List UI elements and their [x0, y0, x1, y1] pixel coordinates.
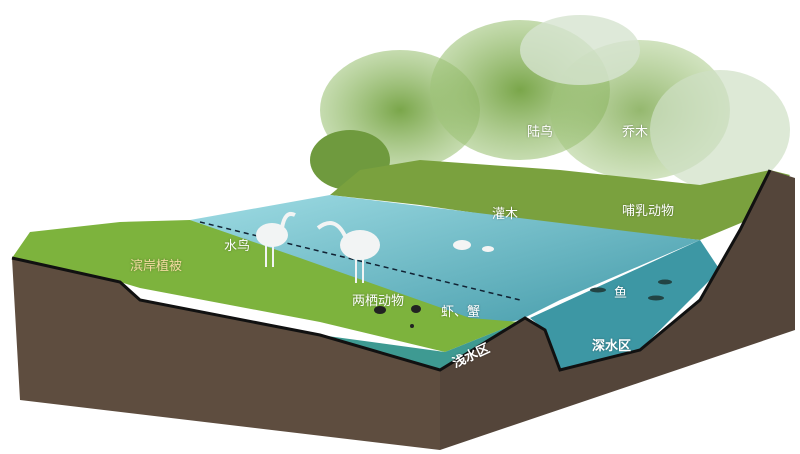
label-mammal: 哺乳动物: [622, 204, 675, 219]
label-amphibian: 两栖动物: [352, 294, 405, 309]
riparian-land: [12, 220, 520, 352]
soil-outline: [11, 169, 772, 372]
egret-icon: [256, 211, 380, 283]
water-surface: [190, 195, 700, 330]
far-bank: [330, 160, 790, 240]
deep-water-face: [530, 240, 720, 370]
soil-front-face: [12, 258, 440, 450]
soil-right-face: [440, 170, 795, 450]
frog-icon: [374, 305, 421, 328]
label-shrimp-crab: 虾、蟹: [441, 305, 481, 320]
label-deep-zone: 深水区: [592, 339, 632, 354]
label-tree: 乔木: [622, 125, 649, 140]
label-shrub: 灌木: [492, 207, 519, 222]
label-fish: 鱼: [614, 286, 628, 301]
label-water-bird: 水鸟: [224, 239, 251, 254]
label-land-bird: 陆鸟: [527, 125, 554, 140]
label-riparian-vegetation: 滨岸植被: [130, 259, 183, 274]
tree-canopy: [310, 15, 790, 190]
fish-icon: [590, 279, 672, 301]
duck-icon: [453, 240, 494, 252]
shallow-deep-divider: [199, 221, 521, 301]
